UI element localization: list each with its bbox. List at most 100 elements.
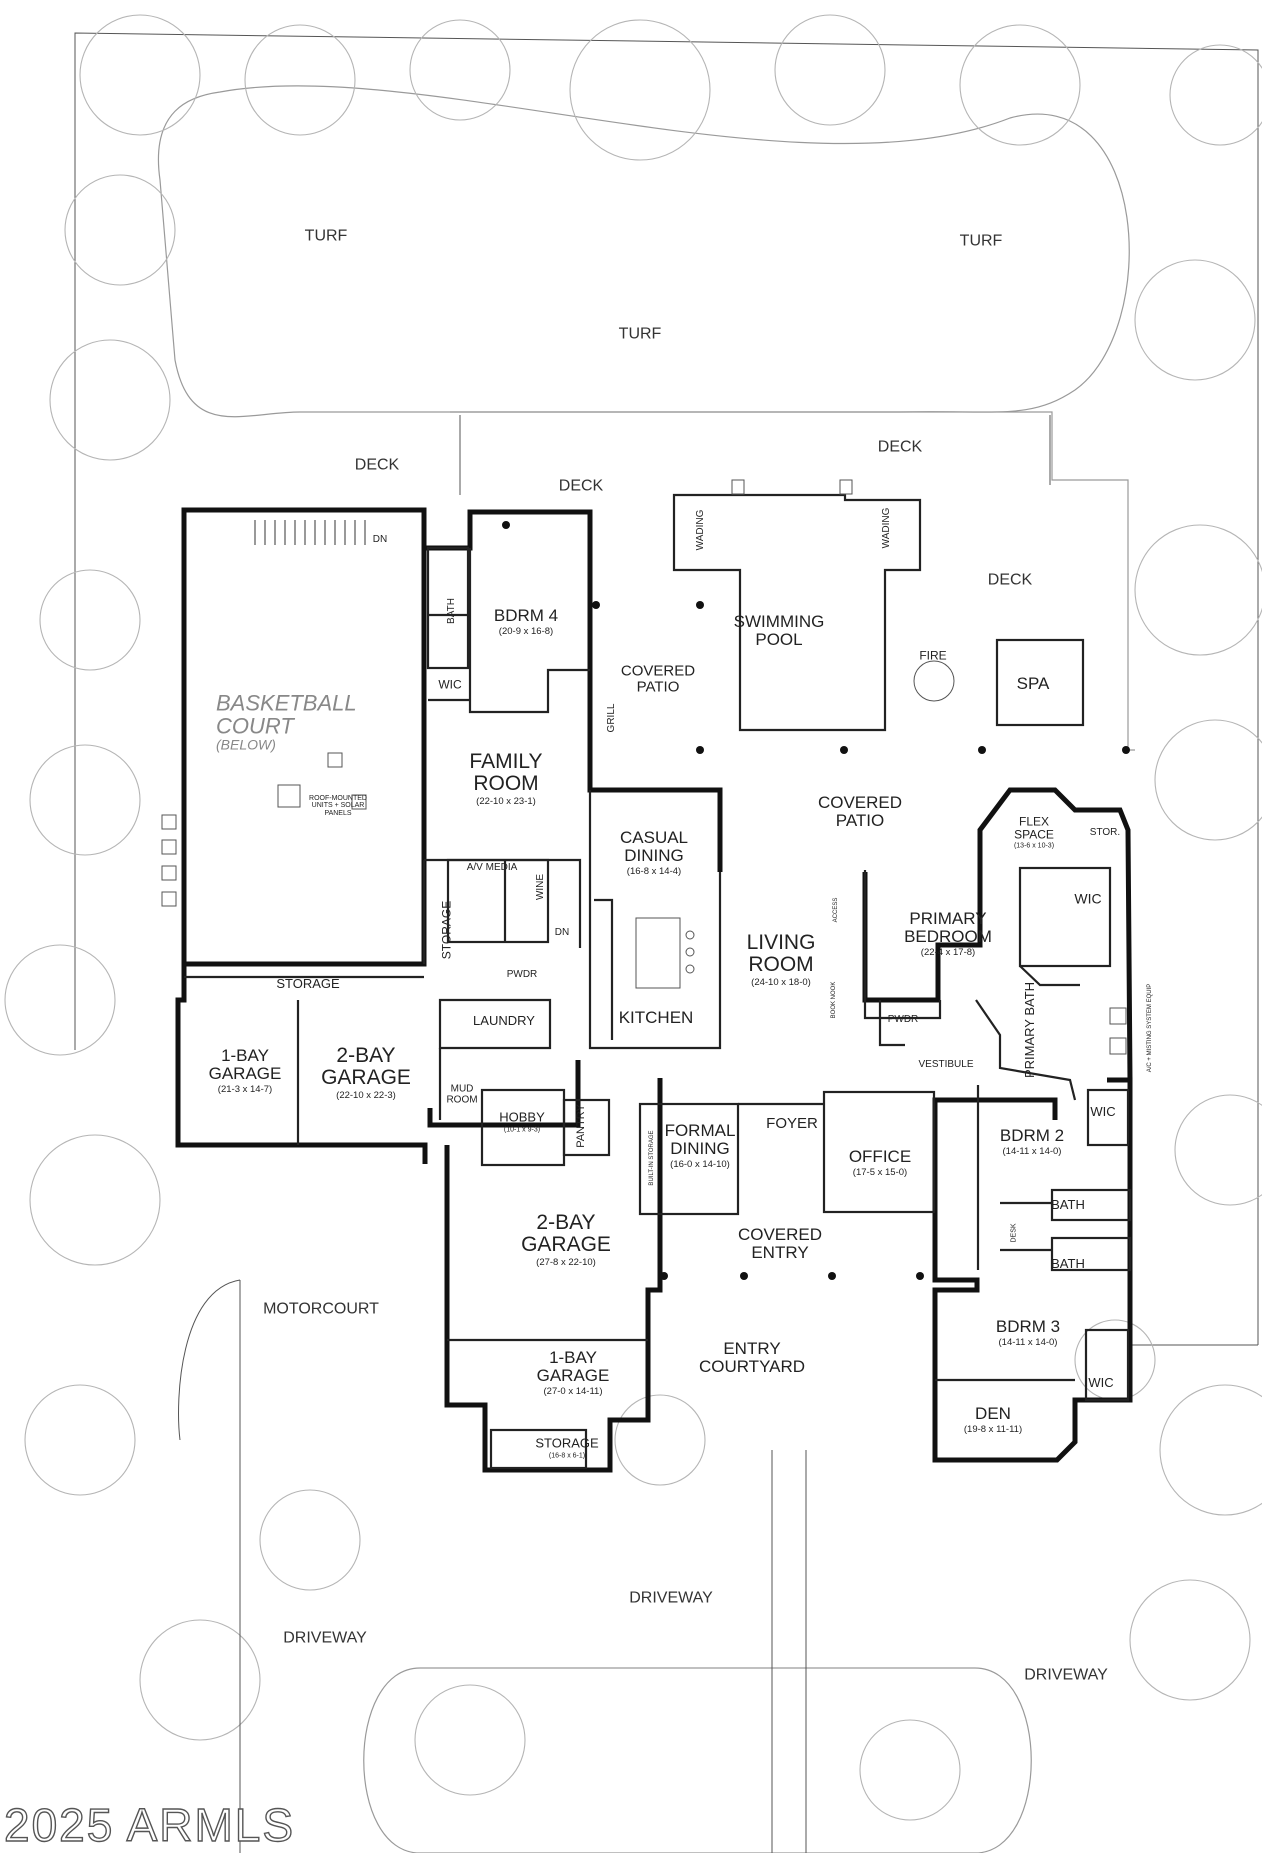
pantry-label: PANTRY [575,1104,588,1148]
bdrm4-label: BDRM 4 (20-9 x 16-8) [494,607,558,637]
ac-equipment-note: A/C + MISTING SYSTEM EQUIP [1146,983,1153,1073]
casual-dining-label: CASUAL DINING (16-8 x 14-4) [609,829,699,877]
casual-dining-dim: (16-8 x 14-4) [626,865,682,877]
bdrm2-name: BDRM 2 [999,1126,1065,1146]
covered-patio-left-label: COVERED PATIO [620,662,696,695]
motorcourt-label: MOTORCOURT [263,1300,379,1318]
desk-label: DESK [1010,1223,1018,1243]
bdrm3-name: BDRM 3 [995,1317,1061,1337]
kitchen-island [635,917,695,989]
dn-label-stair: DN [554,926,570,938]
roof-units-note: ROOF-MOUNTED UNITS + SOLAR PANELS [309,794,367,817]
wine-label: WINE [534,873,546,901]
garage-1bay-center-name: 1-BAY GARAGE [536,1348,610,1386]
laundry-label: LAUNDRY [473,1013,535,1029]
roof-units [277,752,367,810]
swimming-pool-label: SWIMMING POOL [733,612,825,649]
garage-1bay-left-label: 1-BAY GARAGE (21-3 x 14-7) [200,1047,290,1095]
garage-1bay-left-dim: (21-3 x 14-7) [217,1083,273,1095]
hobby-label: HOBBY (10-1 x 9-3) [499,1109,545,1134]
house-interior-walls [184,546,1132,1470]
basketball-court-note: (BELOW) [216,736,276,753]
pwdr-right-label: PWDR [887,1013,919,1025]
den-name: DEN [975,1404,1011,1424]
driveway-label-center: DRIVEWAY [629,1589,713,1607]
driveway-label-left: DRIVEWAY [283,1629,367,1647]
vestibule-label: VESTIBULE [918,1058,974,1070]
garage-2bay-left-name: 2-BAY GARAGE [321,1043,411,1090]
flex-space-dim: (13-6 x 10-3) [1013,842,1055,850]
basketball-court-label: BASKETBALL COURT (BELOW) [216,690,376,753]
turf-lawn-outline [157,85,1130,418]
flex-space-label: FLEX SPACE (13-6 x 10-3) [1004,816,1064,851]
living-room-dim: (24-10 x 18-0) [751,977,811,989]
bdrm4-name: BDRM 4 [493,606,559,626]
deck-label-top: DECK [877,438,923,456]
driveway-island [363,1667,1032,1853]
access-label: ACCESS [832,897,839,923]
deck-label-pool: DECK [558,477,604,495]
wading-label-left: WADING [694,509,706,551]
stor-label: STOR. [1089,826,1121,838]
bdrm3-dim: (14-11 x 14-0) [998,1336,1058,1348]
storage-bottom-dim: (16-8 x 6-1) [548,1452,586,1460]
garage-2bay-center-dim: (27-8 x 22-10) [536,1257,596,1269]
deck-label-right: DECK [987,571,1033,589]
storage-bottom-name: STORAGE [535,1435,599,1451]
turf-label-center: TURF [618,325,662,343]
garage-2bay-center-label: 2-BAY GARAGE (27-8 x 22-10) [506,1210,626,1269]
family-room-dim: (22-10 x 23-1) [476,796,536,808]
garage-2bay-center-name: 2-BAY GARAGE [521,1210,611,1257]
living-room-name: LIVING ROOM [746,930,816,977]
deck-label-left: DECK [354,456,400,474]
bdrm4-dim: (20-9 x 16-8) [498,625,554,637]
spa-shape [995,638,1085,727]
driveway-label-right: DRIVEWAY [1024,1666,1108,1684]
formal-dining-label: FORMAL DINING (16-0 x 14-10) [655,1122,745,1170]
grill-label: GRILL [605,703,617,733]
dn-label-top: DN [372,533,388,545]
wic-primary-label: WIC [1074,890,1102,907]
storage-vertical-label: STORAGE [439,900,454,960]
fire-pit-shape [913,660,955,702]
storage-bottom-label: STORAGE (16-8 x 6-1) [535,1435,599,1460]
bdrm2-dim: (14-11 x 14-0) [1002,1145,1062,1157]
wic-top-label: WIC [438,677,462,692]
wading-label-right: WADING [880,507,892,549]
av-media-label: A/V MEDIA [466,861,518,873]
mud-room-label: MUD ROOM [446,1083,478,1105]
casual-dining-name: CASUAL DINING [619,828,689,866]
formal-dining-dim: (16-0 x 14-10) [670,1158,730,1170]
fire-label: FIRE [919,648,947,663]
den-label: DEN (19-8 x 11-11) [964,1405,1022,1435]
turf-label-right: TURF [959,232,1003,250]
stairs [254,520,366,545]
living-room-label: LIVING ROOM (24-10 x 18-0) [731,930,831,989]
bath-bdrm3-label: BATH [1051,1256,1085,1272]
bdrm2-label: BDRM 2 (14-11 x 14-0) [1000,1127,1064,1157]
spa-label: SPA [1016,674,1050,694]
deck-outline [450,411,1135,751]
primary-bath-label: PRIMARY BATH [1022,981,1038,1079]
book-nook-label: BOOK NOOK [830,981,837,1019]
kitchen-label: KITCHEN [618,1008,694,1028]
formal-dining-name: FORMAL DINING [664,1121,736,1159]
family-room-name: FAMILY ROOM [469,749,543,796]
turf-label-left: TURF [304,227,348,245]
garage-1bay-center-label: 1-BAY GARAGE (27-0 x 14-11) [528,1349,618,1397]
basketball-court-name: BASKETBALL COURT [216,690,357,739]
garage-2bay-left-dim: (22-10 x 22-3) [336,1090,396,1102]
primary-bedroom-dim: (22-4 x 17-8) [920,946,976,958]
wic-bdrm3-label: WIC [1088,1375,1114,1391]
office-name: OFFICE [848,1147,912,1167]
entry-courtyard-label: ENTRY COURTYARD [698,1339,806,1376]
hobby-name: HOBBY [499,1109,545,1125]
garage-1bay-left-name: 1-BAY GARAGE [208,1046,282,1084]
wic-bdrm2-label: WIC [1090,1104,1116,1120]
covered-entry-label: COVERED ENTRY [737,1225,823,1262]
foyer-label: FOYER [766,1115,818,1133]
bath-bdrm2-label: BATH [1051,1197,1085,1213]
pwdr-left-label: PWDR [506,968,538,980]
property-boundary [74,32,1259,1346]
